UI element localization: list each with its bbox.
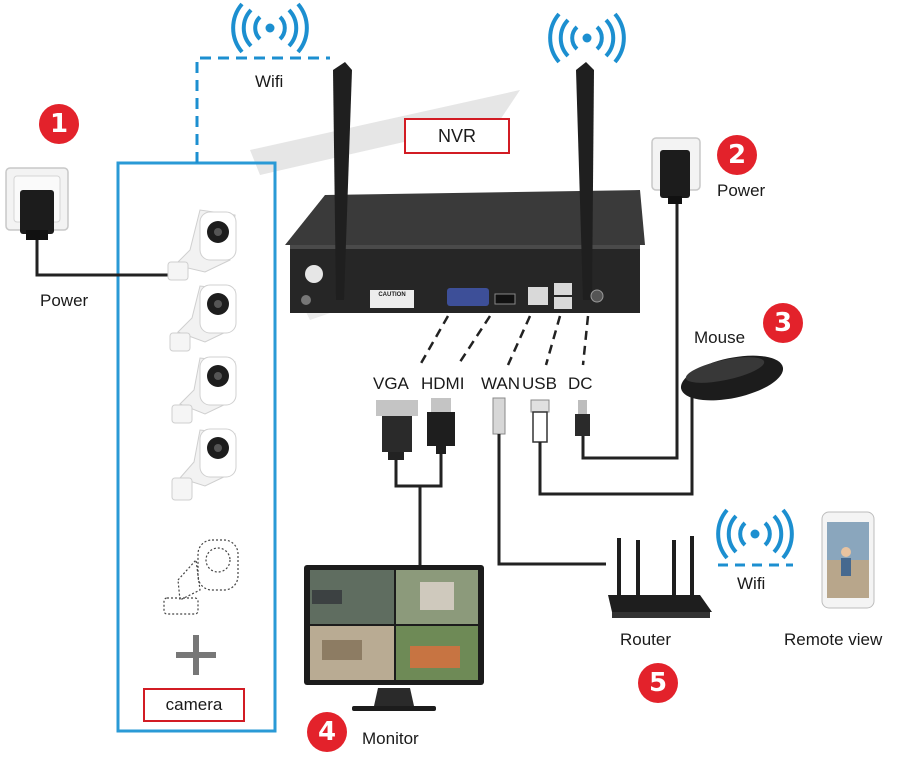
wifi-icon — [716, 508, 794, 560]
port-hdmi-label: HDMI — [421, 374, 465, 393]
power-left-label: Power — [40, 291, 89, 310]
nvr-icon — [285, 62, 645, 313]
port-usb-label: USB — [522, 374, 557, 393]
router-label: Router — [620, 630, 672, 649]
camera-icon — [169, 284, 237, 352]
nvr-label: NVR — [437, 126, 476, 146]
wifi-icon — [231, 2, 309, 54]
port-wan-label: WAN — [481, 374, 521, 393]
power-socket-icon — [5, 167, 170, 277]
nvr-label-box: NVR — [404, 118, 510, 154]
step-2-badge: 2 — [717, 135, 757, 175]
camera-icon — [167, 209, 237, 281]
port-connection-lines — [418, 315, 590, 366]
hdmi-connector-icon — [427, 398, 455, 454]
mouse-icon — [680, 355, 784, 401]
power-right-label: Power — [717, 181, 766, 200]
monitor-icon — [304, 565, 484, 711]
wifi-right-label: Wifi — [737, 574, 766, 593]
ethernet-connector-icon — [492, 397, 506, 435]
camera-icon — [163, 539, 239, 615]
nvr-caution-label: CAUTION — [378, 292, 406, 298]
step-4-badge: 4 — [307, 712, 347, 752]
mouse-label: Mouse — [694, 328, 746, 347]
port-dc-label: DC — [568, 374, 593, 393]
phone-icon — [821, 511, 875, 609]
monitor-label: Monitor — [362, 729, 419, 748]
camera-label-box: camera — [143, 688, 245, 722]
wifi-top-label: Wifi — [255, 72, 284, 91]
camera-icon — [171, 356, 237, 424]
step-3-badge: 3 — [763, 303, 803, 343]
cables — [394, 390, 705, 568]
dc-connector-icon — [575, 400, 590, 436]
usb-connector-icon — [530, 399, 550, 443]
router-icon — [608, 536, 712, 618]
step-5-badge: 5 — [638, 663, 678, 703]
power-socket-icon — [581, 137, 701, 460]
wifi-icon — [548, 12, 626, 64]
port-vga-label: VGA — [373, 374, 409, 393]
camera-label: camera — [165, 695, 223, 714]
remote-view-label: Remote view — [784, 630, 883, 649]
step-1-badge: 1 — [39, 104, 79, 144]
camera-icon — [171, 428, 237, 501]
plus-icon — [176, 635, 216, 675]
vga-connector-icon — [376, 400, 418, 460]
